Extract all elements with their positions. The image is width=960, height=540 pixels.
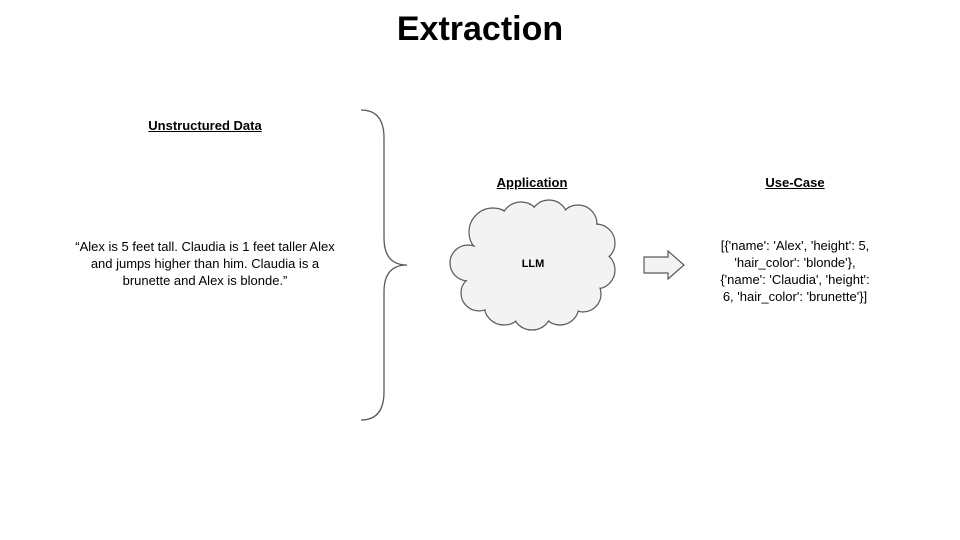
unstructured-text: “Alex is 5 feet tall. Claudia is 1 feet … [75, 239, 335, 288]
extraction-output: [{'name': 'Alex', 'height': 5, 'hair_col… [700, 237, 890, 305]
application-heading: Application [496, 175, 568, 190]
output-line: 'hair_color': 'blonde'}, [734, 255, 856, 270]
output-line: [{'name': 'Alex', 'height': 5, [720, 238, 870, 253]
use-case-heading: Use-Case [765, 175, 825, 190]
output-line: {'name': 'Claudia', 'height': [720, 272, 870, 287]
llm-label: LLM [521, 258, 545, 270]
output-line: 6, 'hair_color': 'brunette'}] [722, 289, 868, 304]
slide-title: Extraction [396, 10, 564, 48]
unstructured-data-heading: Unstructured Data [148, 118, 262, 133]
